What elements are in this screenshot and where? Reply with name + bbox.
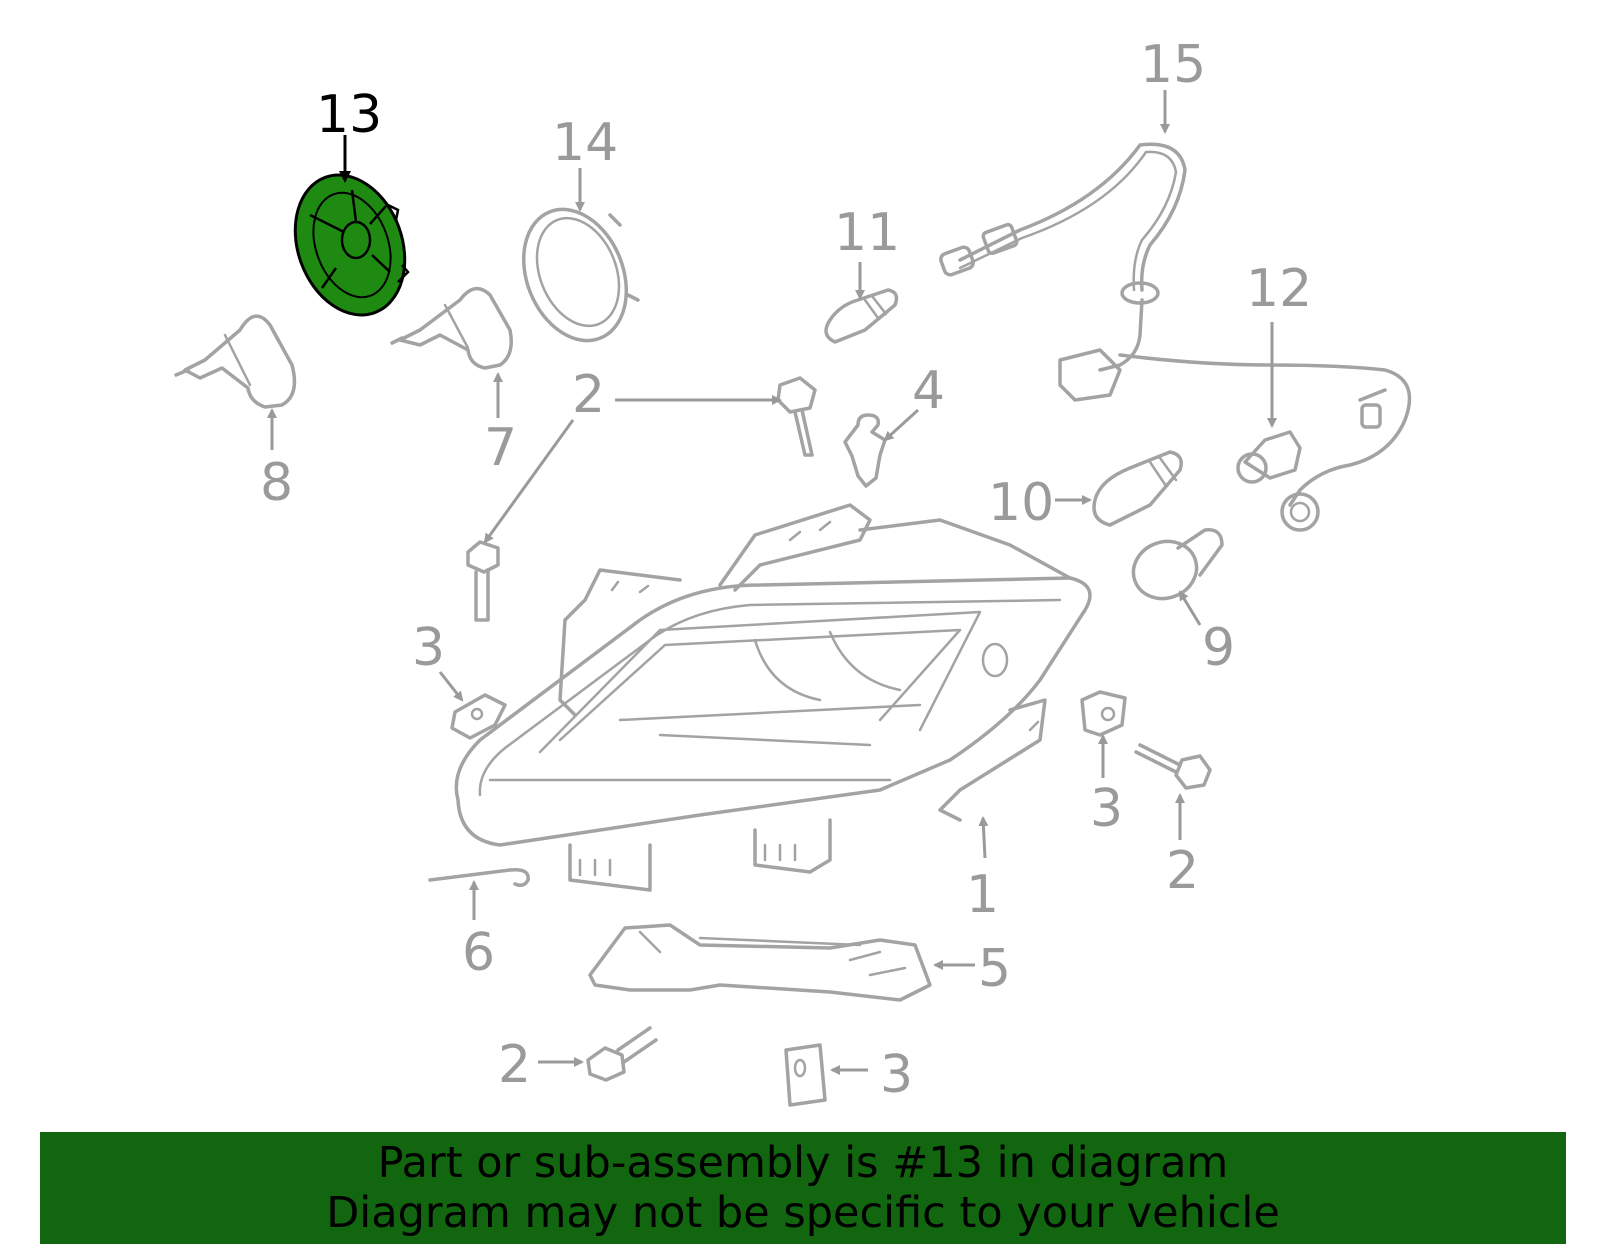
label-15: 15 [1140, 35, 1206, 95]
part-8-bulb [174, 314, 297, 409]
info-banner: Part or sub-assembly is #13 in diagram D… [40, 1132, 1566, 1244]
part-2-bolt-upper-right [776, 376, 817, 457]
part-3-clip-right [1080, 690, 1127, 737]
part-15-wire-harness [939, 142, 1412, 507]
leader-4 [883, 408, 920, 442]
leader-9 [1178, 590, 1202, 626]
part-2-bolt-bottom [586, 1026, 658, 1082]
leader-1 [978, 816, 989, 859]
label-3-right: 3 [1090, 779, 1123, 839]
part-10-bulb [1092, 450, 1183, 527]
leader-2a-left [483, 419, 575, 544]
label-6: 6 [462, 923, 495, 983]
label-2-upper: 2 [572, 365, 605, 425]
part-2-bolt-right [1134, 743, 1212, 790]
label-11: 11 [834, 203, 900, 263]
part-7-bulb [390, 286, 513, 370]
label-1: 1 [966, 865, 999, 925]
label-3-bottom: 3 [880, 1045, 913, 1105]
part-2-bolt-upper-left [466, 540, 500, 622]
part-5-bracket [588, 923, 932, 1002]
label-4: 4 [912, 361, 945, 421]
part-13-bulb-cover[interactable] [277, 160, 424, 331]
part-4-clip [843, 413, 887, 488]
part-9-bulb [1131, 528, 1224, 601]
part-6-wire-clip [428, 867, 530, 888]
label-8: 8 [260, 453, 293, 513]
label-5: 5 [978, 939, 1011, 999]
leader-3-left [438, 671, 464, 702]
label-9: 9 [1202, 618, 1235, 678]
label-2-right: 2 [1166, 841, 1199, 901]
label-7: 7 [484, 418, 517, 478]
label-13: 13 [316, 85, 382, 145]
banner-disclaimer-text: Diagram may not be specific to your vehi… [326, 1188, 1280, 1238]
label-3-left: 3 [412, 618, 445, 678]
label-12: 12 [1246, 259, 1312, 319]
part-3-clip-bottom [784, 1043, 827, 1107]
part-12-socket [1236, 430, 1320, 532]
part-1-headlamp-assembly [454, 503, 1092, 892]
label-2-bottom: 2 [498, 1035, 531, 1095]
part-3-clip-left [450, 693, 507, 740]
part-11-wedge-bulb [824, 288, 899, 344]
part-14-seal-ring [521, 207, 640, 343]
banner-part-text: Part or sub-assembly is #13 in diagram [377, 1138, 1229, 1188]
label-10: 10 [988, 473, 1054, 533]
label-14: 14 [552, 113, 618, 173]
